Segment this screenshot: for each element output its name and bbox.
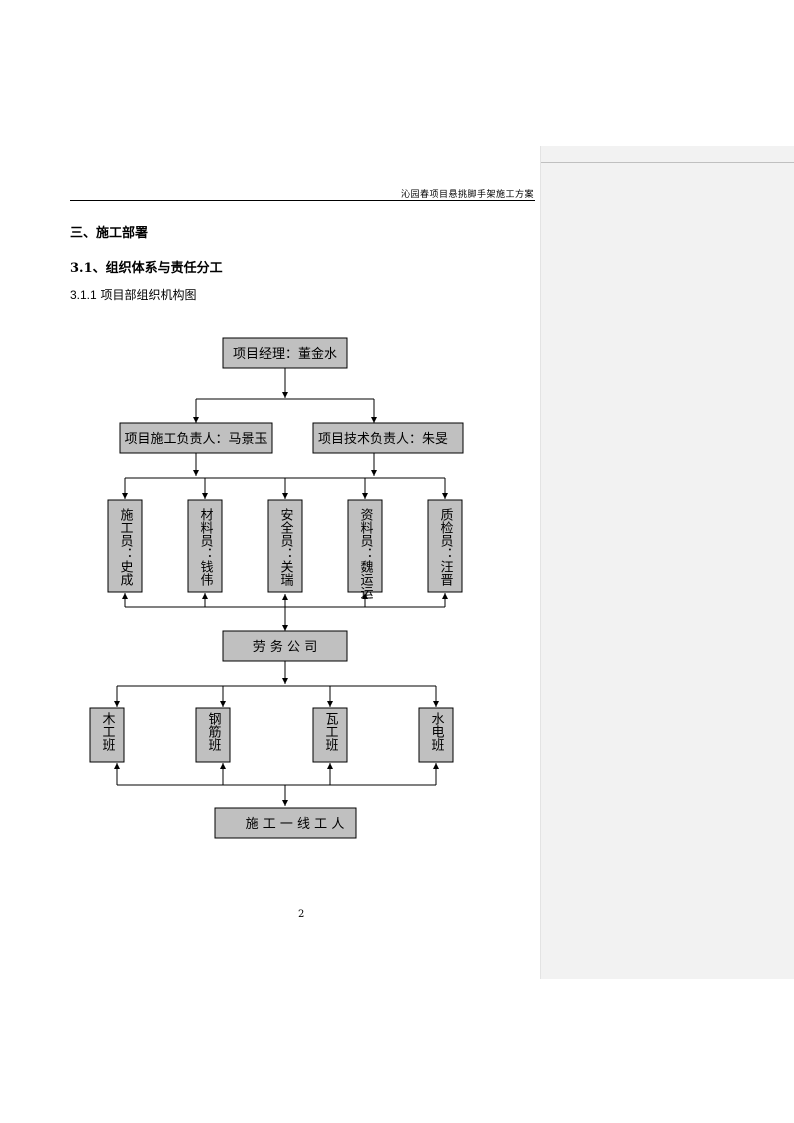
node-team-1-label: 木工班 (100, 712, 116, 751)
node-technical-lead-label: 项目技术负责人：朱旻 (318, 432, 448, 447)
node-team-4: 水电班 (418, 707, 454, 763)
node-team-3: 瓦工班 (312, 707, 348, 763)
node-staff-2: 材料员：钱伟 (187, 499, 223, 593)
node-staff-3-label: 安全员：关瑞 (278, 508, 294, 586)
section-heading: 三、施工部署 (70, 226, 149, 241)
node-staff-3: 安全员：关瑞 (267, 499, 303, 593)
node-staff-4-label: 资料员：魏运运 (358, 508, 374, 600)
node-technical-lead: 项目技术负责人：朱旻 (312, 422, 464, 454)
node-team-4-label: 水电班 (429, 712, 445, 751)
node-manager-label: 项目经理：董金水 (233, 346, 337, 362)
node-staff-2-label: 材料员：钱伟 (198, 508, 214, 586)
node-construction-lead: 项目施工负责人：马景玉 (119, 422, 273, 454)
node-workers-label: 施 工 一 线 工 人 (246, 817, 345, 832)
node-staff-1-label: 施工员：史成 (118, 508, 134, 587)
node-team-1: 木工班 (89, 707, 125, 763)
node-team-2-label: 钢筋班 (206, 712, 222, 751)
document-header-title: 沁园春项目悬挑脚手架施工方案 (400, 190, 534, 200)
node-construction-lead-label: 项目施工负责人：马景玉 (124, 432, 267, 447)
node-labor-company-label: 劳 务 公 司 (253, 639, 317, 655)
subsubsection-text: 项目部组织机构图 (100, 288, 197, 302)
subsubsection-number: 3.1.1 (70, 288, 97, 302)
node-labor-company: 劳 务 公 司 (222, 630, 348, 662)
header-rule (70, 200, 535, 201)
node-staff-1: 施工员：史成 (107, 499, 143, 593)
node-staff-5: 质检员：汪晋 (427, 499, 463, 593)
comment-pane (540, 146, 794, 979)
connectors (114, 368, 448, 806)
node-team-2: 钢筋班 (195, 707, 231, 763)
node-workers: 施 工 一 线 工 人 (214, 807, 357, 839)
node-manager: 项目经理：董金水 (222, 337, 348, 369)
node-staff-5-label: 质检员：汪晋 (438, 508, 454, 586)
subsubsection-heading: 3.1.1 项目部组织机构图 (70, 286, 197, 303)
node-team-3-label: 瓦工班 (323, 712, 339, 751)
comment-pane-header (541, 146, 794, 163)
page-number: 2 (298, 909, 305, 920)
subsection-heading: 3.1、组织体系与责任分工 (70, 261, 223, 276)
node-staff-4: 资料员：魏运运 (347, 499, 383, 600)
